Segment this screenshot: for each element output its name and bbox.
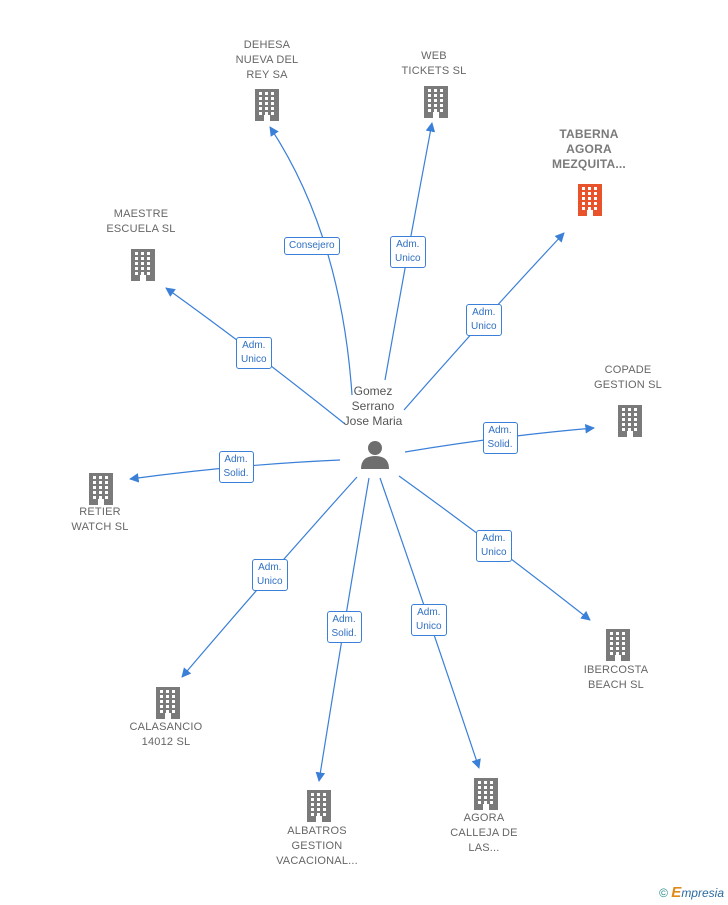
- relation-label-web: Adm. Unico: [390, 236, 426, 268]
- relation-label-taberna: Adm. Unico: [466, 304, 502, 336]
- person-icon[interactable]: [361, 441, 389, 469]
- relation-label-albatros: Adm. Solid.: [326, 611, 362, 643]
- company-name-ibercosta[interactable]: IBERCOSTA BEACH SL: [583, 664, 649, 691]
- company-name-dehesa[interactable]: DEHESA NUEVA DEL REY SA: [235, 39, 299, 81]
- building-icon-ibercosta[interactable]: [606, 629, 630, 661]
- company-name-copade[interactable]: COPADE GESTION SL: [593, 364, 663, 391]
- company-name-albatros[interactable]: ALBATROS GESTION VACACIONAL...: [276, 825, 358, 867]
- copyright-symbol: ©: [659, 886, 668, 900]
- icons: [89, 86, 642, 822]
- building-icon-dehesa[interactable]: [255, 89, 279, 121]
- building-icon-calasancio[interactable]: [156, 687, 180, 719]
- building-icon-copade[interactable]: [618, 405, 642, 437]
- relation-label-retier: Adm. Solid.: [218, 451, 254, 483]
- building-icon-taberna[interactable]: [578, 184, 602, 216]
- center-person-label: Gomez Serrano Jose Maria: [343, 384, 403, 428]
- company-name-retier[interactable]: RETIER WATCH SL: [71, 506, 129, 533]
- company-name-maestre[interactable]: MAESTRE ESCUELA SL: [106, 208, 176, 235]
- relation-label-calasancio: Adm. Unico: [252, 559, 288, 591]
- relation-label-copade: Adm. Solid.: [482, 422, 518, 454]
- brand-logo[interactable]: Empresia: [671, 884, 724, 901]
- building-icon-maestre[interactable]: [131, 249, 155, 281]
- company-name-web[interactable]: WEB TICKETS SL: [401, 50, 467, 77]
- building-icon-retier[interactable]: [89, 473, 113, 505]
- building-icon-web[interactable]: [424, 86, 448, 118]
- company-name-agora[interactable]: AGORA CALLEJA DE LAS...: [450, 812, 518, 854]
- brand-initial: E: [671, 884, 682, 901]
- company-name-taberna[interactable]: TABERNA AGORA MEZQUITA...: [552, 127, 626, 171]
- company-name-calasancio[interactable]: CALASANCIO 14012 SL: [129, 721, 203, 748]
- relation-label-maestre: Adm. Unico: [236, 337, 272, 369]
- relation-label-agora: Adm. Unico: [411, 604, 447, 636]
- relation-label-ibercosta: Adm. Unico: [476, 530, 512, 562]
- brand-name: mpresia: [681, 886, 724, 900]
- relation-label-dehesa: Consejero: [284, 237, 340, 255]
- building-icon-agora[interactable]: [474, 778, 498, 810]
- building-icon-albatros[interactable]: [307, 790, 331, 822]
- footer-brand: © Empresia: [659, 884, 724, 901]
- edge-dehesa: [269, 126, 353, 396]
